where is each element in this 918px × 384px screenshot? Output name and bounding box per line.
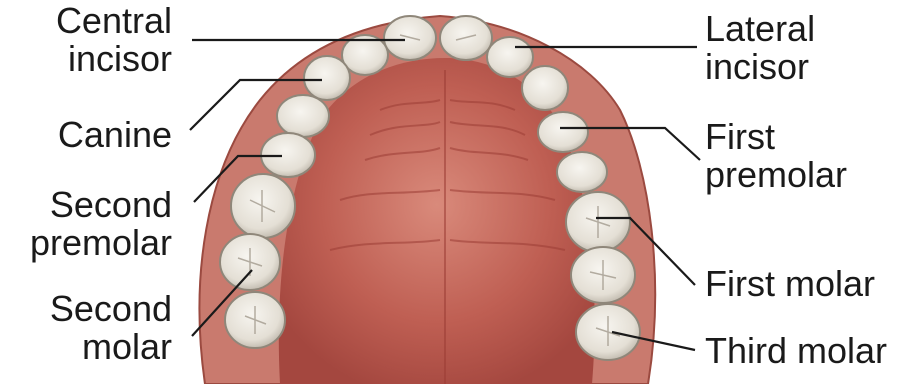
tooth-right-second-premolar bbox=[557, 152, 607, 192]
label-second-molar: Second molar bbox=[50, 290, 172, 366]
tooth-right-lateral-incisor bbox=[487, 37, 533, 77]
tooth-right-first-premolar bbox=[538, 112, 588, 152]
label-central-incisor: Central incisor bbox=[56, 2, 172, 78]
label-third-molar: Third molar bbox=[705, 332, 887, 370]
label-second-premolar: Second premolar bbox=[30, 186, 172, 262]
label-canine: Canine bbox=[58, 116, 172, 154]
tooth-right-canine bbox=[522, 66, 568, 110]
label-first-premolar: First premolar bbox=[705, 118, 847, 194]
tooth-left-first-premolar bbox=[277, 95, 329, 137]
label-first-molar: First molar bbox=[705, 265, 875, 303]
label-lateral-incisor: Lateral incisor bbox=[705, 10, 815, 86]
tooth-left-canine bbox=[304, 56, 350, 100]
